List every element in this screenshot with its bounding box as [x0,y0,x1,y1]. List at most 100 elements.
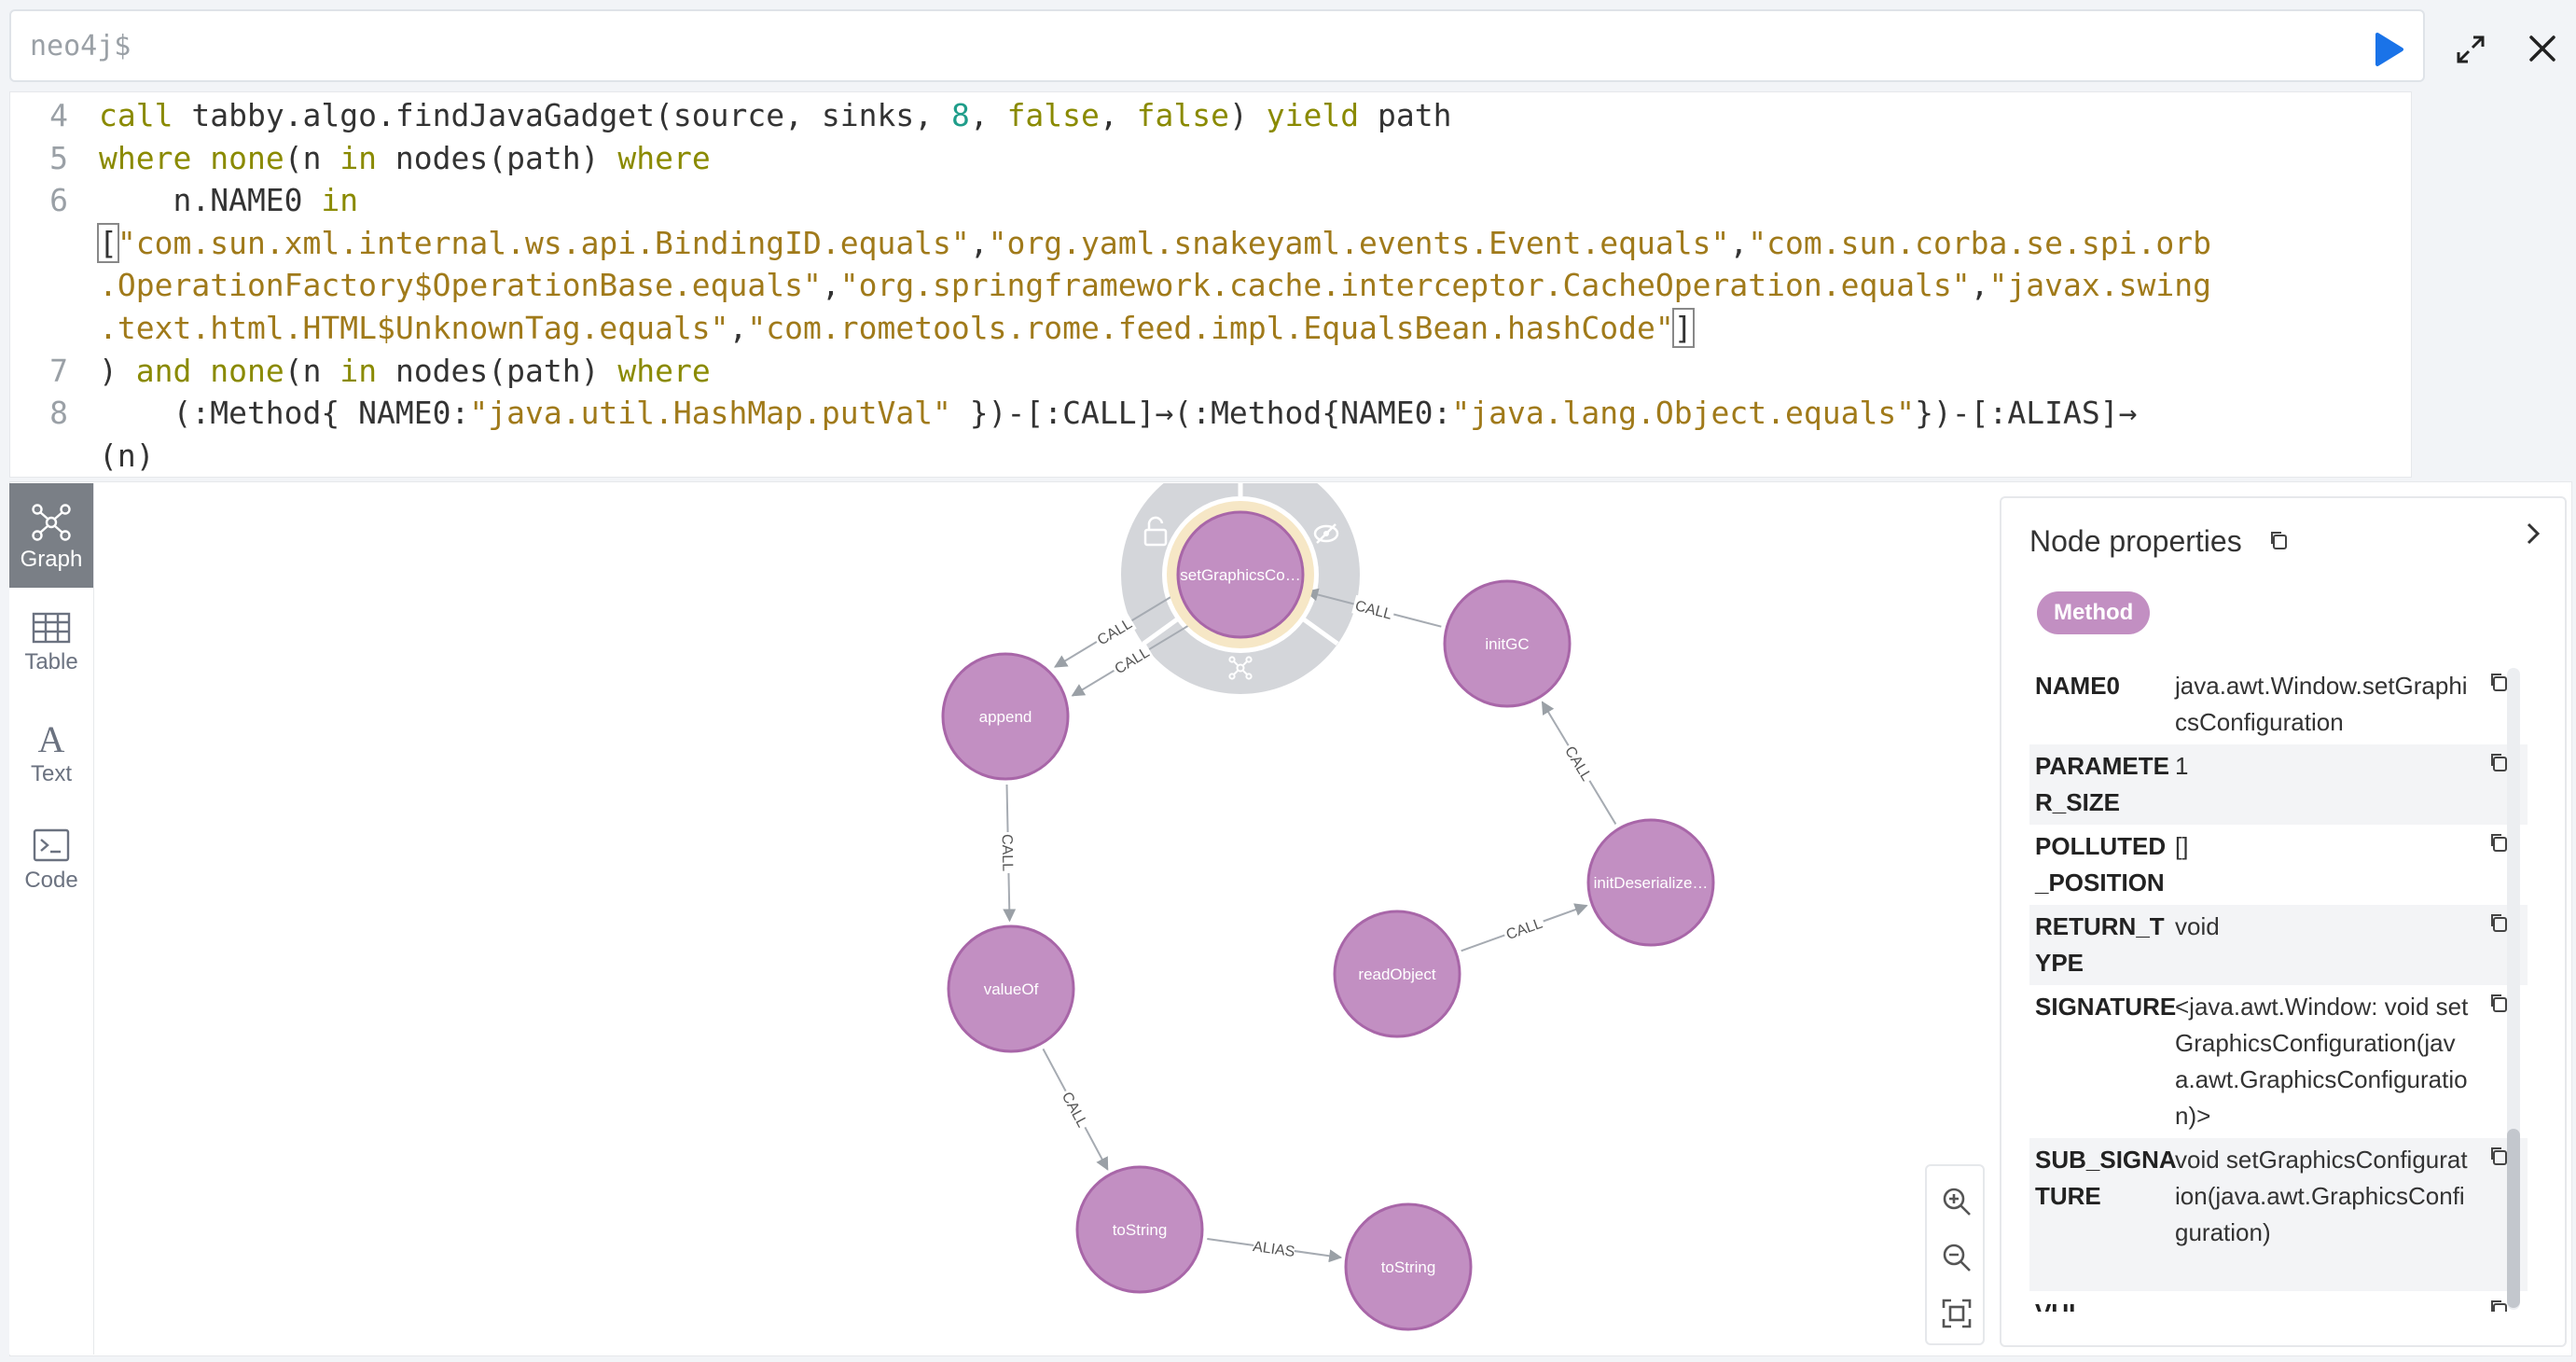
code-token: in [339,352,378,389]
relationship-label: ALIAS [1252,1239,1295,1260]
zoom-out-icon [1943,1244,1971,1272]
props-title: Node properties [2029,524,2242,558]
table-icon [32,612,71,644]
code-token: })-[:CALL]→(:Method{NAME0: [950,395,1452,432]
graph-node[interactable] [1333,910,1461,1038]
code-token: path [1359,97,1452,133]
label-badge-method[interactable]: Method [2037,591,2151,634]
graph-node-label: readObject [1358,966,1435,983]
copy-icon[interactable] [2488,993,2509,1013]
property-key: NAME0 [2035,672,2121,700]
code-token: "java.util.HashMap.putVal" [469,395,951,432]
graph-node[interactable] [1344,1202,1473,1331]
code-text: call tabby.algo.findJavaGadget(source, s… [99,94,1451,137]
expand-icon [2457,35,2485,63]
code-token: where [99,139,192,176]
code-token: "javax.swing [1988,267,2211,304]
hide-node-icon[interactable] [1313,523,1339,544]
code-token: where [617,139,711,176]
graph-node[interactable] [947,924,1075,1053]
property-key: SIGNATURE [2035,993,2177,1021]
property-value: [] [2175,832,2189,860]
run-query-button[interactable] [2374,32,2405,67]
view-tab-text[interactable]: A Text [9,700,93,804]
code-text: ["com.sun.xml.internal.ws.api.BindingID.… [97,222,2211,265]
code-icon [33,828,70,862]
close-frame-button[interactable] [2526,32,2559,65]
code-token: [ [97,222,119,263]
relationship-label-bg [1501,912,1547,944]
view-tab-text-label: Text [30,761,72,786]
graph-node-label: valueOf [984,980,1039,998]
text-icon: A [38,720,65,756]
code-token: ) [1229,97,1267,133]
graph-icon [32,504,71,541]
property-key: RETURN_TYPE [2035,912,2165,977]
relationship-label-bg [998,831,1018,874]
graph-node[interactable] [1176,510,1305,639]
code-token: ] [1671,308,1695,348]
property-row: SIGNATURE<java.awt.Window: void setGraph… [2029,985,2528,1138]
code-text: ) and none(n in nodes(path) where [99,350,711,393]
code-token: "java.lang.Object.equals" [1451,395,1916,432]
copy-icon[interactable] [2268,530,2289,550]
view-tab-code[interactable]: Code [9,808,93,912]
expand-node-icon[interactable] [1228,656,1253,680]
copy-icon[interactable] [2488,912,2509,933]
line-number: 5 [49,139,68,176]
query-prompt-bar[interactable]: neo4j$ [9,9,2425,82]
zoom-controls [1925,1164,1985,1345]
prompt-label: neo4j$ [30,30,132,63]
code-token: none [210,352,284,389]
collapse-panel-button[interactable] [2514,515,2552,552]
view-switcher: Graph Table A Text Code [9,483,94,1355]
copy-icon[interactable] [2488,752,2509,772]
graph-node[interactable] [941,652,1070,781]
code-text: .OperationFactory$OperationBase.equals",… [99,264,2211,307]
view-tab-table[interactable]: Table [9,591,93,696]
graph-node-label: initDeserialize… [1594,874,1709,892]
line-number: 8 [49,395,68,432]
code-token [191,140,210,176]
props-scrollbar-thumb[interactable] [2507,1129,2520,1308]
code-text: .text.html.HTML$UnknownTag.equals","com.… [99,307,1695,350]
graph-node-label: initGC [1485,635,1529,653]
code-token: where [617,352,711,389]
code-token: call [99,97,173,133]
code-text: (:Method{ NAME0:"java.util.HashMap.putVa… [99,392,2137,435]
copy-icon[interactable] [2488,1146,2509,1166]
relationship-label: CALL [999,834,1016,871]
property-row: VUL [2029,1291,2528,1312]
fullscreen-button[interactable] [2455,34,2486,65]
line-number: 7 [49,352,68,389]
view-tab-graph[interactable]: Graph [9,483,93,588]
fit-screen-icon [1942,1299,1972,1328]
code-token: "org.yaml.snakeyaml.events.Event.equals" [988,224,1730,261]
code-token: .text.html.HTML$UnknownTag.equals" [99,310,729,346]
unlock-node-icon[interactable] [1143,516,1168,547]
graph-node[interactable] [1586,818,1715,947]
code-token: "org.springframework.cache.interceptor.C… [839,267,1971,304]
zoom-in-button[interactable] [1940,1185,1974,1218]
graph-node[interactable] [1443,579,1572,708]
copy-icon[interactable] [2488,1299,2509,1312]
property-key: VUL [2035,1295,2177,1312]
relationship-label-bg [1091,612,1137,650]
fit-to-screen-button[interactable] [1940,1297,1974,1330]
code-token: ) [99,352,136,389]
relationship-label: CALL [1353,598,1393,623]
code-token: n.NAME0 [99,182,322,219]
property-value: <java.awt.Window: void setGraphicsConfig… [2175,993,2469,1130]
code-token: (n [284,352,340,389]
copy-icon[interactable] [2488,832,2509,853]
line-number: 6 [49,182,68,219]
copy-icon[interactable] [2488,672,2509,692]
graph-node[interactable] [1075,1165,1204,1294]
zoom-out-button[interactable] [1940,1241,1974,1274]
